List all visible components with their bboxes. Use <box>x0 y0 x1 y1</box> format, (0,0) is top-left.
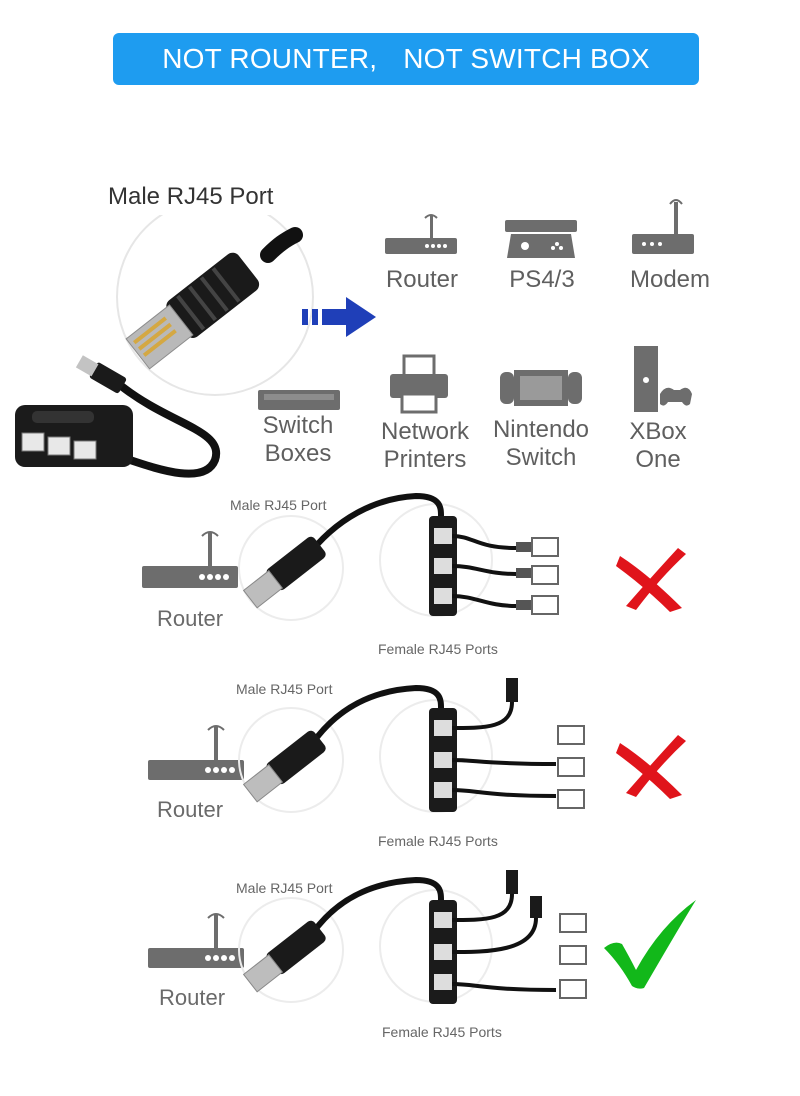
network-printers-line2: Printers <box>383 446 467 473</box>
green-check-icon <box>604 900 696 989</box>
xbox-one-line2: One <box>635 446 681 473</box>
scenario2-router-icon <box>148 725 244 780</box>
male-rj45-port-label: Male RJ45 Port <box>108 183 274 210</box>
scenario1-diagram <box>142 492 559 621</box>
scenario3-router-icon <box>148 913 244 968</box>
device-label-network-printers: Network Printers <box>372 418 478 474</box>
switch-boxes-line2: Boxes <box>264 440 332 467</box>
banner-text-1: NOT ROUNTER, <box>162 43 378 74</box>
scenario3-male-label: Male RJ45 Port <box>236 880 333 896</box>
title-banner: NOT ROUNTER, NOT SWITCH BOX <box>113 33 699 85</box>
scenario1-router-icon <box>142 531 238 588</box>
nintendo-switch-line2: Switch <box>505 444 577 471</box>
xbox-icon <box>634 346 692 412</box>
scenario3-diagram <box>148 870 587 1004</box>
nintendo-switch-line1: Nintendo <box>492 416 590 443</box>
gamepad-icon <box>505 220 577 258</box>
scenario1-female-label: Female RJ45 Ports <box>378 641 498 657</box>
printer-icon <box>390 354 448 414</box>
switch-box-icon <box>258 390 340 410</box>
banner-text-2: NOT SWITCH BOX <box>403 43 650 74</box>
red-x-icon-2 <box>616 735 686 799</box>
device-label-xbox-one: XBox One <box>608 418 708 474</box>
scenario2-diagram <box>148 678 585 813</box>
network-printers-line1: Network <box>380 418 470 445</box>
modem-icon <box>632 199 694 254</box>
scenario2-router-label: Router <box>157 797 224 822</box>
red-x-icon <box>616 548 686 612</box>
device-label-modem: Modem <box>629 266 711 293</box>
scenario1-router-label: Router <box>157 606 224 631</box>
scenario3-female-label: Female RJ45 Ports <box>382 1024 502 1040</box>
splitter-product-illustration <box>15 215 314 478</box>
scenario2-male-label: Male RJ45 Port <box>236 681 333 697</box>
device-label-ps: PS4/3 <box>509 266 575 293</box>
device-label-nintendo-switch: Nintendo Switch <box>488 416 594 472</box>
scenario1-male-label: Male RJ45 Port <box>230 497 327 513</box>
device-label-router: Router <box>385 266 459 293</box>
nintendo-switch-icon <box>500 370 582 406</box>
router-icon <box>385 214 457 254</box>
xbox-one-line1: XBox <box>629 418 687 445</box>
scenario2-female-label: Female RJ45 Ports <box>378 833 498 849</box>
scenario3-router-label: Router <box>159 985 226 1010</box>
device-label-switch-boxes: Switch Boxes <box>250 412 346 468</box>
arrow-right-icon <box>302 297 376 337</box>
switch-boxes-line1: Switch <box>262 412 334 439</box>
